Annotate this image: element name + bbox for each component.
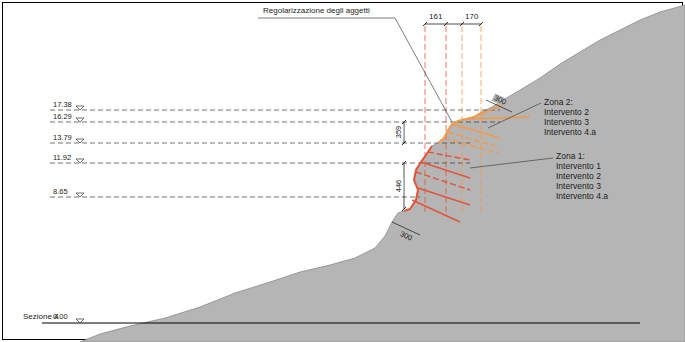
elevation-line [50,197,420,198]
dimension-tick [479,22,483,26]
elevation-value: 17.38 [52,101,73,109]
dimension-value: 300 [492,94,508,107]
level-marker [76,319,84,323]
dimension-value: 359 [395,125,403,140]
dimension-tick [423,22,427,26]
dimension-value: 161 [428,13,443,21]
dimension-line [425,24,481,25]
dimension-line [404,122,405,143]
elevation-line [50,143,470,144]
grid-line [425,26,426,212]
zone-item: Intervento 2 [543,108,590,117]
grid-line [446,26,447,212]
zone-title: Zona 2: [543,98,574,107]
dimension-tick [444,22,448,26]
zone-title: Zona 1: [555,152,586,161]
elevation-line [50,163,470,164]
rock-anchor [474,104,505,117]
zone-item: Intervento 1 [555,162,602,171]
zone-item: Intervento 2 [555,172,602,181]
elevation-value: 13.79 [52,134,73,142]
level-marker [76,159,84,163]
leader-line [395,18,452,122]
rock-mass [80,5,685,342]
dimension-tick [402,141,406,145]
elevation-value: 11.92 [52,154,72,162]
dimension-tick [460,22,464,26]
leader-line [470,158,553,168]
zone-item: Intervento 3 [543,118,590,127]
level-marker [76,106,84,110]
elevation-value: 8.65 [52,188,69,196]
level-marker [76,139,84,143]
rock-anchor [466,117,530,119]
dimension-value: 446 [395,179,403,194]
dimension-value: 170 [464,13,479,21]
dimension-tick [402,161,406,165]
rock-anchor [412,200,460,222]
level-marker [76,118,84,122]
dimension-line [404,163,405,209]
treated-face [404,146,432,211]
leader-line [488,103,541,128]
zone-item: Intervento 3 [555,182,602,191]
elevation-value: 0.00 [52,313,69,321]
rock-anchor [448,132,495,146]
rock-anchor [444,138,498,153]
rock-anchor [418,188,470,205]
datum-line [42,323,640,324]
elevation-line [50,110,500,111]
rock-anchor [416,172,470,190]
level-marker [76,193,84,197]
callout-text: Regolarizzazione degli aggetti [262,7,371,15]
leader-line [258,18,395,19]
rock-anchor [428,152,470,160]
elevation-value: 16.29 [52,113,73,121]
zone-item: Intervento 4.a [555,192,609,201]
elevation-line [50,122,500,123]
dimension-tick [402,120,406,124]
zone-item: Intervento 4.a [543,128,597,137]
